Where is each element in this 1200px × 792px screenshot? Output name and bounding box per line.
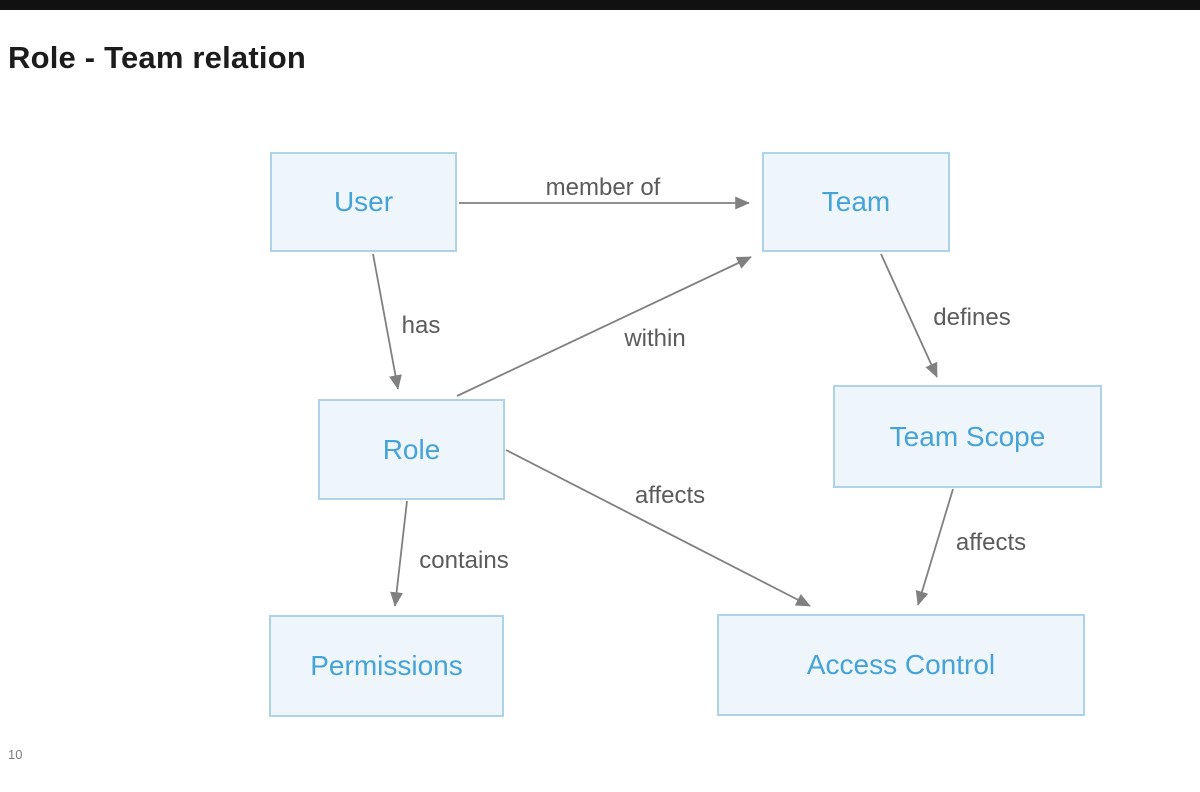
- edge-teamscope-accesscontrol: [915, 488, 954, 606]
- letterbox-bar-top: [0, 0, 1200, 10]
- node-team-scope-label: Team Scope: [889, 420, 1046, 452]
- edge-user-role: [372, 253, 402, 390]
- node-team-scope: Team Scope: [833, 385, 1102, 488]
- node-permissions-label: Permissions: [310, 650, 463, 681]
- node-team: Team: [762, 152, 950, 252]
- edge-label-member-of: member of: [545, 174, 661, 201]
- edge-label-affects-role: affects: [634, 482, 706, 509]
- node-role-label: Role: [382, 433, 441, 465]
- node-permissions: Permissions: [269, 615, 504, 717]
- edge-role-team: [456, 256, 752, 397]
- edge-label-contains: contains: [419, 547, 509, 574]
- node-team-label: Team: [821, 186, 891, 217]
- edge-role-accesscontrol: [505, 449, 811, 607]
- node-access-control: Access Control: [717, 614, 1085, 716]
- edge-label-defines: defines: [933, 304, 1011, 331]
- edge-label-has: has: [401, 312, 441, 339]
- page-title: Role - Team relation: [8, 40, 306, 75]
- node-role: Role: [318, 399, 505, 500]
- edge-role-permissions: [390, 500, 408, 607]
- node-access-control-label: Access Control: [806, 649, 996, 680]
- page-number: 10: [8, 747, 23, 762]
- edge-label-within: within: [624, 325, 686, 352]
- node-user: User: [270, 152, 457, 252]
- node-user-label: User: [333, 186, 394, 217]
- edge-label-affects-scope: affects: [955, 529, 1027, 556]
- edge-team-teamscope: [880, 253, 938, 378]
